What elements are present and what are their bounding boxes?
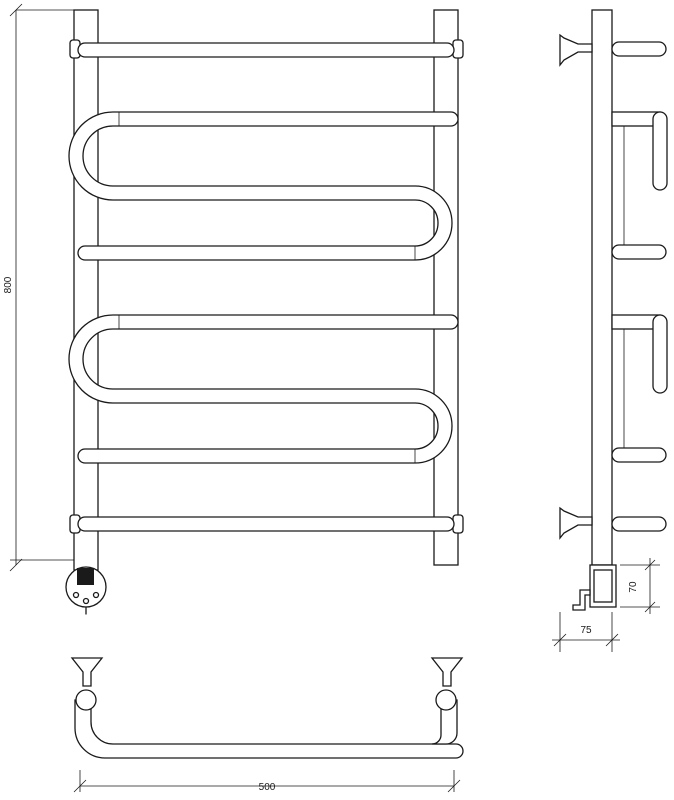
side-loop (652, 111, 668, 191)
heater-height-label: 70 (628, 581, 639, 593)
side-rung (611, 244, 667, 260)
side-rung (611, 447, 667, 463)
heater-block (572, 564, 617, 611)
heater-height-dimension: 70 (620, 558, 660, 614)
bracket (559, 33, 593, 67)
straight-rung (77, 42, 455, 58)
side-rung (611, 41, 667, 57)
side-view: 70 75 (552, 9, 668, 652)
thermostat-knob (65, 566, 107, 615)
height-dimension: 800 (3, 3, 74, 572)
width-dimension-label: 500 (259, 782, 276, 793)
top-view: 500 (70, 657, 464, 793)
side-loop (652, 314, 668, 394)
left-upright (73, 9, 99, 571)
serpentine-lower (68, 314, 459, 464)
depth-dimension: 75 (552, 612, 620, 652)
side-upright (591, 9, 613, 566)
top-view-rail (74, 699, 464, 759)
serpentine-upper (68, 111, 459, 261)
side-rung (611, 516, 667, 532)
bracket (430, 657, 464, 687)
bracket (70, 657, 104, 687)
height-dimension-label: 800 (3, 276, 14, 293)
width-dimension: 500 (73, 770, 461, 793)
right-upright (433, 9, 459, 566)
bracket (559, 506, 593, 540)
depth-dimension-label: 75 (580, 625, 592, 636)
straight-rung (77, 516, 455, 532)
front-view: 800 (3, 3, 464, 615)
